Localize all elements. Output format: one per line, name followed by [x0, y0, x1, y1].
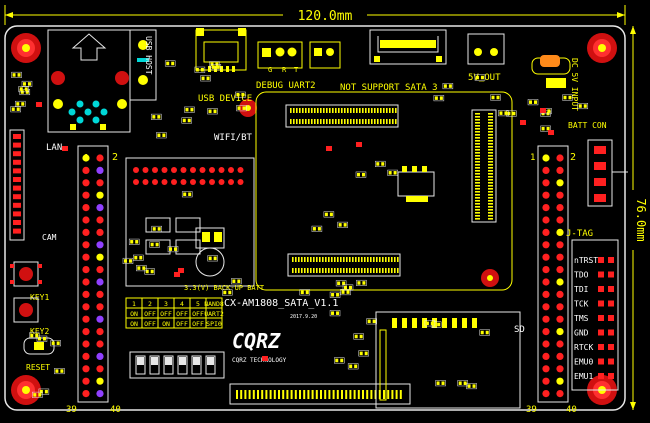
height-dimension: 76.0mm: [626, 26, 648, 410]
smd-components: [10, 60, 589, 398]
dip-header-cell: 3: [164, 300, 168, 308]
right-pin40-label: 40: [566, 405, 577, 415]
board-outline: [4, 25, 626, 411]
dip-row-cell: OFF: [176, 310, 188, 318]
jtag-pin-label: TMS: [574, 314, 589, 323]
height-dimension-label: 76.0mm: [634, 198, 648, 241]
core-board-connector-bottom: [287, 253, 401, 277]
usb-device-label: USB DEVICE: [198, 94, 252, 104]
dc-input-label: DC 5V INPUT: [570, 58, 579, 111]
key1-button: [10, 261, 42, 287]
wifi-bt-label: WIFI/BT: [214, 133, 253, 143]
battery-connector: [587, 139, 628, 207]
jtag-pin-label: EMU0: [574, 358, 593, 367]
key2-label: KEY2: [30, 327, 49, 336]
dip-row-cell: ON: [130, 320, 138, 328]
usb-device-connector: [195, 28, 247, 72]
reset-label: RESET: [26, 363, 50, 372]
dip-row-cell: ON: [130, 310, 138, 318]
five-volt-out-header: [467, 33, 505, 65]
jtag-pin-label: EMU1: [574, 372, 593, 381]
jtag-pin-label: GND: [574, 329, 589, 338]
mounting-hole-top-left: [11, 33, 41, 63]
cam-label: CAM: [42, 233, 57, 242]
key1-label: KEY1: [30, 293, 49, 302]
sata-connector: [369, 29, 447, 65]
jtag-pin-label: TCK: [574, 300, 589, 309]
debug-uart-label: DEBUG UART2: [256, 81, 316, 91]
mounting-hole-bottom-left: [11, 375, 41, 405]
usb-host-label: USB HOST: [144, 36, 153, 75]
mounting-hole-top-right: [587, 33, 617, 63]
dip-row-cell: SPI0: [206, 320, 222, 328]
company-name-label: CQRZ TECHNOLOGY: [232, 357, 287, 364]
right-pin39-label: 39: [526, 405, 537, 415]
usb-host-connector: [129, 29, 157, 101]
core-board-outline: [255, 91, 513, 291]
mounting-hole-core-bottom: [481, 269, 499, 287]
width-dimension: 120.0mm: [4, 5, 626, 25]
dip-header-cell: NAND8: [204, 300, 224, 308]
wifi-bt-module: [125, 157, 255, 287]
dip-row-cell: OFF: [176, 320, 188, 328]
dip-row-cell: OFF: [144, 310, 156, 318]
left-gpio-header: [77, 145, 109, 403]
core-regulator-chip: [397, 166, 435, 202]
board-name-label: CX-AM1808_SATA_V1.1: [224, 298, 338, 309]
left-pin1-label: 1: [84, 153, 89, 162]
boot-dip-switch: [129, 351, 225, 379]
jtag-pin-label: TDI: [574, 285, 589, 294]
sd-label: SD: [514, 325, 525, 335]
jtag-header: [571, 239, 619, 391]
core-board-connector-right: [471, 109, 497, 223]
dip-row-cell: OFF: [144, 320, 156, 328]
jtag-pin-label: RTCK: [574, 343, 593, 352]
sata-not-support-label: NOT SUPPORT SATA 3: [340, 83, 438, 93]
dip-row-cell: OFF: [192, 320, 204, 328]
batt-con-label: BATT CON: [568, 121, 607, 130]
uart-gnd-label: G: [268, 66, 272, 74]
dip-row-cell: ON: [162, 320, 170, 328]
lan-label: LAN: [46, 143, 62, 153]
dip-row-cell: OFF: [192, 310, 204, 318]
uart-tx-label: T: [294, 66, 299, 74]
company-logo-text: CQRZ: [232, 329, 281, 353]
dip-header-cell: 5: [196, 300, 200, 308]
five-volt-out-label: 5V_OUT: [468, 73, 501, 83]
dip-row-cell: UART2: [204, 310, 224, 318]
right-pin2-label: 2: [570, 152, 576, 163]
backup-battery-label: 3.3(V) BACK-UP BATT: [184, 284, 265, 292]
dip-header-cell: 4: [180, 300, 184, 308]
dc-input-jack: [531, 55, 571, 88]
right-gpio-header: [537, 145, 569, 403]
camera-header: [9, 129, 25, 241]
uart-rx-label: R: [282, 66, 287, 74]
left-pin39-label: 39: [66, 405, 77, 415]
company-logo: CQRZ CQRZ TECHNOLOGY: [232, 329, 287, 364]
dip-row-cell: OFF: [160, 310, 172, 318]
lan-connector: [47, 29, 131, 133]
left-pin40-label: 40: [110, 405, 121, 415]
debug-uart-header: [257, 41, 341, 69]
dip-header-cell: 1: [132, 300, 136, 308]
backup-battery: [195, 227, 225, 277]
core-board-connector-top: [285, 104, 399, 128]
board-date-label: 2017.9.20: [290, 314, 317, 320]
right-pin1-label: 1: [530, 153, 535, 163]
jtag-pin-label: TDO: [574, 271, 589, 280]
jtag-label: J-TAG: [566, 229, 593, 239]
left-pin2-label: 2: [112, 152, 118, 163]
dip-header-cell: 2: [148, 300, 152, 308]
jtag-pin-label: nTRST: [574, 256, 598, 265]
key2-button: [13, 297, 39, 323]
width-dimension-label: 120.0mm: [298, 9, 353, 24]
lcd-fpc-connector: [229, 383, 411, 405]
